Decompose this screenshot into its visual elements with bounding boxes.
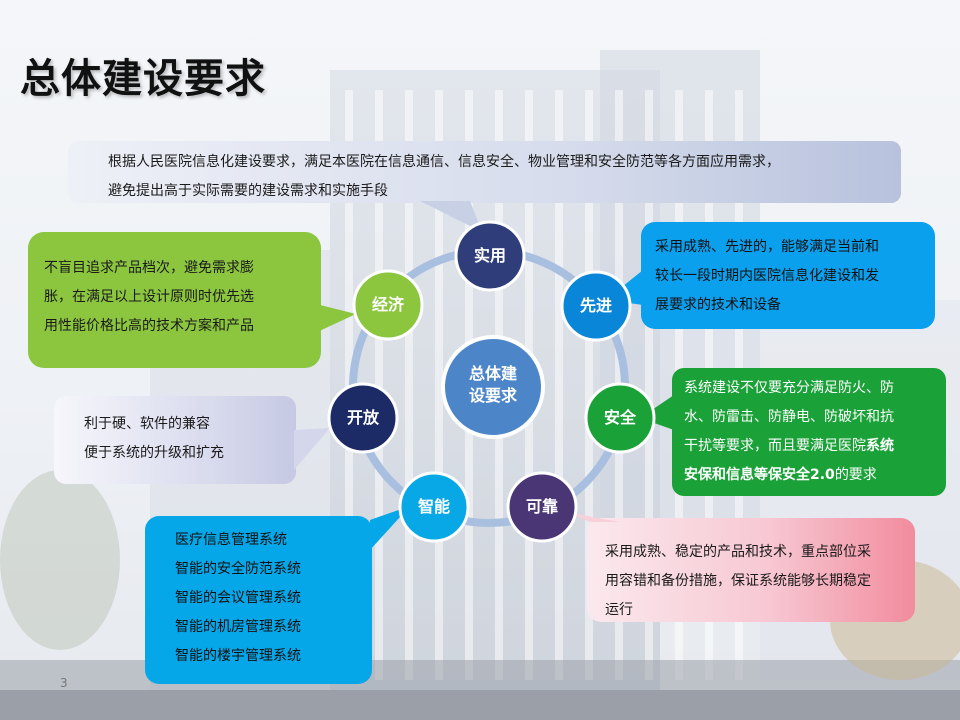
node-label-economic: 经济 [371, 295, 404, 314]
callout-tail [294, 428, 330, 470]
text-line: 避免提出高于实际需要的建设需求和实施手段 [108, 183, 388, 199]
center-label-line: 总体建 [468, 364, 517, 383]
node-label-safety: 安全 [603, 408, 636, 427]
text-emphasis: 系统 [866, 438, 894, 454]
text-line: 采用成熟、先进的，能够满足当前和 [655, 239, 879, 255]
text-line: 展要求的技术和设备 [655, 297, 781, 313]
text-line: 用性能价格比高的技术方案和产品 [44, 318, 254, 334]
callout-tail [566, 512, 620, 522]
node-open [327, 382, 399, 454]
requirement-overview-box: 根据人民医院信息化建设要求，满足本医院在信息通信、信息安全、物业管理和安全防范等… [68, 141, 901, 203]
page-number: 3 [60, 676, 68, 690]
center-circle [441, 335, 545, 439]
text-line: 采用成熟、稳定的产品和技术，重点部位采 [605, 544, 871, 560]
safety-callout: 系统建设不仅要充分满足防火、防 水、防雷击、防静电、防破坏和抗 干扰等要求，而且… [672, 368, 946, 496]
callout-tail [300, 300, 356, 340]
text-line: 根据人民医院信息化建设要求，满足本医院在信息通信、信息安全、物业管理和安全防范等… [108, 154, 780, 170]
node-label-reliable: 可靠 [525, 497, 558, 516]
text-line: 利于硬、软件的兼容 [84, 416, 210, 432]
reliable-callout: 采用成熟、稳定的产品和技术，重点部位采 用容错和备份措施，保证系统能够长期稳定 … [587, 518, 915, 622]
text-line: 水、防雷击、防静电、防破坏和抗 [684, 409, 894, 425]
callout-tail [420, 201, 482, 232]
node-reliable [506, 471, 578, 543]
node-advanced [560, 270, 632, 342]
text-normal: 干扰等要求，而且要满足医院 [684, 438, 866, 454]
node-label-open: 开放 [346, 408, 379, 427]
text-line: 智能的会议管理系统 [175, 590, 301, 606]
text-line: 智能的楼宇管理系统 [175, 648, 301, 664]
node-label-practical: 实用 [473, 246, 506, 265]
text-line: 安保和信息等保安全2.0的要求 [684, 461, 946, 490]
node-smart [398, 471, 470, 543]
text-line: 较长一段时期内医院信息化建设和发 [655, 268, 879, 284]
text-line: 智能的安全防范系统 [175, 561, 301, 577]
text-line: 便于系统的升级和扩充 [84, 445, 224, 461]
callout-tail [640, 395, 674, 430]
text-line: 智能的机房管理系统 [175, 619, 301, 635]
text-line: 胀，在满足以上设计原则时优先选 [44, 289, 254, 305]
smart-callout: 医疗信息管理系统 智能的安全防范系统 智能的会议管理系统 智能的机房管理系统 智… [145, 516, 372, 684]
node-practical [454, 220, 526, 292]
economic-callout: 不盲目追求产品档次，避免需求膨 胀，在满足以上设计原则时优先选 用性能价格比高的… [28, 232, 321, 368]
center-label: 总体建 设要求 [453, 363, 533, 407]
node-economic [352, 269, 424, 341]
node-label-advanced: 先进 [579, 296, 612, 315]
text-emphasis: 安保和信息等保安全2.0 [684, 467, 835, 483]
open-callout: 利于硬、软件的兼容 便于系统的升级和扩充 [54, 396, 296, 484]
text-line: 用容错和备份措施，保证系统能够长期稳定 [605, 573, 871, 589]
center-label-line: 设要求 [468, 386, 517, 405]
text-normal: 的要求 [834, 467, 877, 483]
text-line: 医疗信息管理系统 [175, 532, 287, 548]
text-line: 运行 [605, 602, 633, 618]
page-title: 总体建设要求 [20, 56, 266, 102]
node-label-smart: 智能 [417, 497, 450, 516]
text-line: 干扰等要求，而且要满足医院系统 [684, 432, 946, 461]
text-line: 系统建设不仅要充分满足防火、防 [684, 380, 894, 396]
text-line: 不盲目追求产品档次，避免需求膨 [44, 260, 254, 276]
advanced-callout: 采用成熟、先进的，能够满足当前和 较长一段时期内医院信息化建设和发 展要求的技术… [641, 222, 935, 329]
node-safety [584, 382, 656, 454]
